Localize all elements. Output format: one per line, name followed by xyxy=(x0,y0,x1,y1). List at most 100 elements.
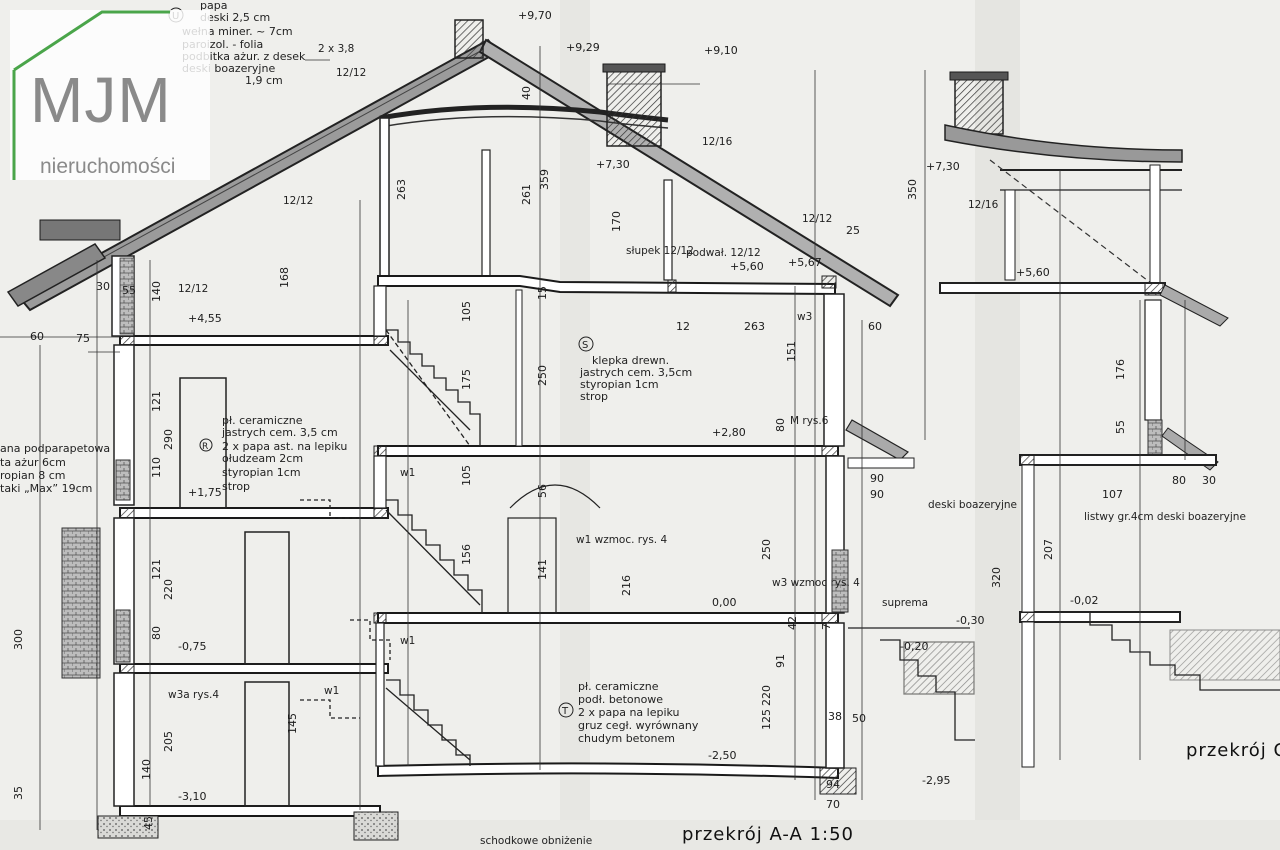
level-mark: +9,70 xyxy=(518,9,552,22)
dimension: 176 xyxy=(1114,359,1127,380)
floor-spec-s-line-4: strop xyxy=(580,390,608,403)
dimension: 56 xyxy=(536,484,549,498)
annotation: w1 xyxy=(400,467,415,479)
dimension: 250 xyxy=(536,365,549,386)
dimension: 38 xyxy=(828,710,842,723)
roof-spec-line-2: deski 2,5 cm xyxy=(200,11,270,24)
level-mark: -0,02 xyxy=(1070,594,1098,607)
level-mark: +7,30 xyxy=(596,158,630,171)
dimension: 220 xyxy=(760,685,773,706)
floor-spec-t: T pł. ceramiczne podł. betonowe 2 x papa… xyxy=(558,680,699,745)
dimension: 320 xyxy=(990,567,1003,588)
level-mark: +7,30 xyxy=(926,160,960,173)
wall-spec: ana podparapetowa ta ażur 6cm ropian 8 c… xyxy=(0,442,110,495)
dimension: 107 xyxy=(1102,488,1123,501)
annotations: 2 x 3,8 12/12 12/16 12/12 słupek 12/12 p… xyxy=(168,43,1246,847)
floor-spec-s-line-3: styropian 1cm xyxy=(580,378,659,391)
dimension: 80 xyxy=(150,626,163,640)
annotation: 12/12 xyxy=(802,213,832,225)
floor-spec-r-line-2: jastrych cem. 3,5 cm xyxy=(221,426,338,439)
dimension: 30 xyxy=(1202,474,1216,487)
floor-spec-t-line-5: chudym betonem xyxy=(578,732,675,745)
dimension: 175 xyxy=(460,369,473,390)
dimension: 216 xyxy=(620,575,633,596)
section-aa xyxy=(0,19,975,841)
dimension: 75 xyxy=(76,332,90,345)
dimension: 250 xyxy=(760,539,773,560)
dimension: 263 xyxy=(395,179,408,200)
chimney-cc xyxy=(954,75,1004,135)
dimension: 121 xyxy=(150,391,163,412)
dimension: 7 xyxy=(820,623,833,630)
level-mark: +9,29 xyxy=(566,41,600,54)
section-cc xyxy=(924,70,1280,768)
dimension: 205 xyxy=(162,731,175,752)
wall-spec-line-1: ana podparapetowa xyxy=(0,442,110,455)
agency-logo: MJM nieruchomości xyxy=(10,10,210,180)
level-mark: -0,75 xyxy=(178,640,206,653)
dimension: 300 xyxy=(12,629,25,650)
wall-spec-line-4: taki „Max” 19cm xyxy=(0,482,92,495)
annotation: 2 x 3,8 xyxy=(318,43,354,55)
annotation: 12/16 xyxy=(702,136,733,148)
annotation: podwał. 12/12 xyxy=(686,247,761,259)
dimension: 15 xyxy=(536,286,549,300)
floor-spec-t-line-1: pł. ceramiczne xyxy=(578,680,659,693)
dimension: 125 xyxy=(760,709,773,730)
level-mark: -0,30 xyxy=(956,614,984,627)
dimension: 60 xyxy=(868,320,882,333)
dimension: 151 xyxy=(785,341,798,362)
annotation: M rys.6 xyxy=(790,415,829,427)
level-mark: +2,80 xyxy=(712,426,746,439)
annotation: 12/12 xyxy=(336,67,366,79)
dimension: 30 xyxy=(96,280,110,293)
chimney-right xyxy=(606,65,662,147)
roof-spec-line-1: papa xyxy=(200,0,227,12)
dimension: 156 xyxy=(460,544,473,565)
floor-spec-s-line-1: klepka drewn. xyxy=(592,354,669,367)
dimension: 290 xyxy=(162,429,175,450)
floor-spec-r-line-3: 2 x papa ast. na lepiku xyxy=(222,440,347,453)
floor-spec-r: R pł. ceramiczne jastrych cem. 3,5 cm 2 … xyxy=(199,414,347,493)
level-mark: +5,60 xyxy=(730,260,764,273)
annotation: w3a rys.4 xyxy=(168,689,219,701)
annotation: 12/16 xyxy=(968,199,999,211)
dimension: 90 xyxy=(870,488,884,501)
dimension: 55 xyxy=(122,284,136,297)
floor-spec-t-line-3: 2 x papa na lepiku xyxy=(578,706,680,719)
annotation: 12/12 xyxy=(283,195,313,207)
level-mark: -3,10 xyxy=(178,790,206,803)
dimension: 60 xyxy=(30,330,44,343)
level-mark: +4,55 xyxy=(188,312,222,325)
dimension: 25 xyxy=(846,224,860,237)
dimension: 168 xyxy=(278,267,291,288)
floor-spec-r-line-1: pł. ceramiczne xyxy=(222,414,303,427)
dimension: 261 xyxy=(520,184,533,205)
dimension: 42 xyxy=(786,616,799,630)
logo-subtitle: nieruchomości xyxy=(40,155,176,178)
dimension: 80 xyxy=(1172,474,1186,487)
floor-spec-s: S klepka drewn. jastrych cem. 3,5cm styr… xyxy=(578,336,692,403)
dimension: 91 xyxy=(774,654,787,668)
dimension: 350 xyxy=(906,179,919,200)
dimension-numbers: 263 261 359 170 168 140 105 175 250 151 … xyxy=(12,86,1216,830)
dimension: 207 xyxy=(1042,539,1055,560)
annotation: schodkowe obniżenie xyxy=(480,835,592,847)
dimension: 170 xyxy=(610,211,623,232)
dimension: 105 xyxy=(460,301,473,322)
dimension: 35 xyxy=(12,786,25,800)
level-marks: +9,70 +9,29 +9,10 +7,30 +5,60 +5,67 +4,5… xyxy=(178,9,1098,803)
dimension: 70 xyxy=(826,798,840,811)
annotation: w3 xyxy=(797,311,812,323)
wall-spec-line-3: ropian 8 cm xyxy=(0,469,66,482)
dimension: 94 xyxy=(826,778,840,791)
dimension: 80 xyxy=(774,418,787,432)
dimension: 359 xyxy=(538,169,551,190)
annotation: w1 xyxy=(324,685,339,697)
dimension: 55 xyxy=(1114,420,1127,434)
level-mark: 0,00 xyxy=(712,596,737,609)
wall-spec-line-2: ta ażur 6cm xyxy=(0,456,66,469)
dimension: 220 xyxy=(162,579,175,600)
dimension: 121 xyxy=(150,559,163,580)
